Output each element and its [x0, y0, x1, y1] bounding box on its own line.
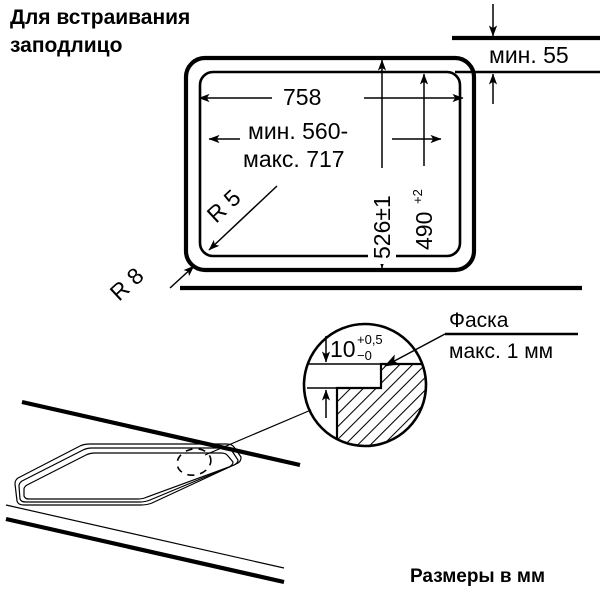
dim-490-text-group: 490 +2: [410, 189, 437, 250]
dim-490-tolerance: +2: [410, 189, 425, 204]
footer-units-note: Размеры в мм: [410, 566, 545, 587]
dim-width-max-label: макс. 717: [243, 146, 345, 172]
dim-height-outer: 526±1: [368, 59, 396, 269]
worktop-front-edge-thin: [5, 504, 285, 569]
worktop-front-edge-thick: [5, 516, 285, 585]
detail-step-tol-lower: −0: [357, 348, 372, 363]
worktop-back-edge: [21, 399, 301, 468]
r8-label: R 8: [105, 262, 149, 305]
dim-758-label: 758: [283, 84, 321, 110]
detail-leader-line: [204, 409, 312, 456]
detail-step-value: 10: [330, 336, 356, 362]
dim-526-text-mask: [368, 168, 396, 264]
r5-leader-line: [208, 185, 278, 251]
detail-marker-ellipse: [176, 448, 212, 476]
chamfer-callout: Фаска макс. 1 мм: [384, 309, 578, 367]
dim-height-inner: 490 +2: [410, 73, 438, 255]
dim-width-inner: мин. 560- макс. 717: [208, 118, 442, 172]
cutout-plan-view: [183, 55, 477, 273]
title-line-1: Для встраивания: [10, 6, 190, 29]
chamfer-value: макс. 1 мм: [449, 340, 553, 363]
dim-inner-width-mask-1: [240, 120, 392, 146]
title-line-2: заподлицо: [10, 34, 122, 57]
isometric-worktop-view: [5, 399, 312, 585]
clearance-label: мин. 55: [489, 42, 569, 68]
cutout-rim-middle: [18, 447, 239, 503]
cutout-inner-outline: [198, 70, 462, 258]
dim-490-label: 490: [411, 212, 437, 250]
dim-758-text-mask: [272, 82, 364, 112]
drawing-title: Для встраивания заподлицо: [10, 6, 190, 57]
detail-circle-outline: [302, 322, 428, 448]
dim-526-label: 526±1: [369, 195, 395, 259]
clearance-group: мин. 55: [452, 4, 600, 104]
radius-inner-callout: R 5: [202, 184, 278, 251]
cutout-rim-inner: [23, 452, 234, 500]
dim-490-text-mask: [410, 166, 438, 254]
chamfer-label: Фаска: [449, 309, 509, 332]
r8-leader-line: [169, 265, 195, 289]
dim-inner-width-mask-2: [240, 146, 392, 172]
chamfer-leader-line: [384, 333, 446, 367]
detail-step-tol-upper: +0,5: [357, 332, 383, 347]
detail-section-circle: 10 +0,5 −0: [302, 322, 428, 448]
radius-outer-callout: R 8: [105, 262, 195, 306]
cutout-outer-outline: [183, 55, 477, 273]
dim-width-outer: 758: [198, 82, 464, 112]
dim-width-min-label: мин. 560-: [248, 118, 348, 144]
